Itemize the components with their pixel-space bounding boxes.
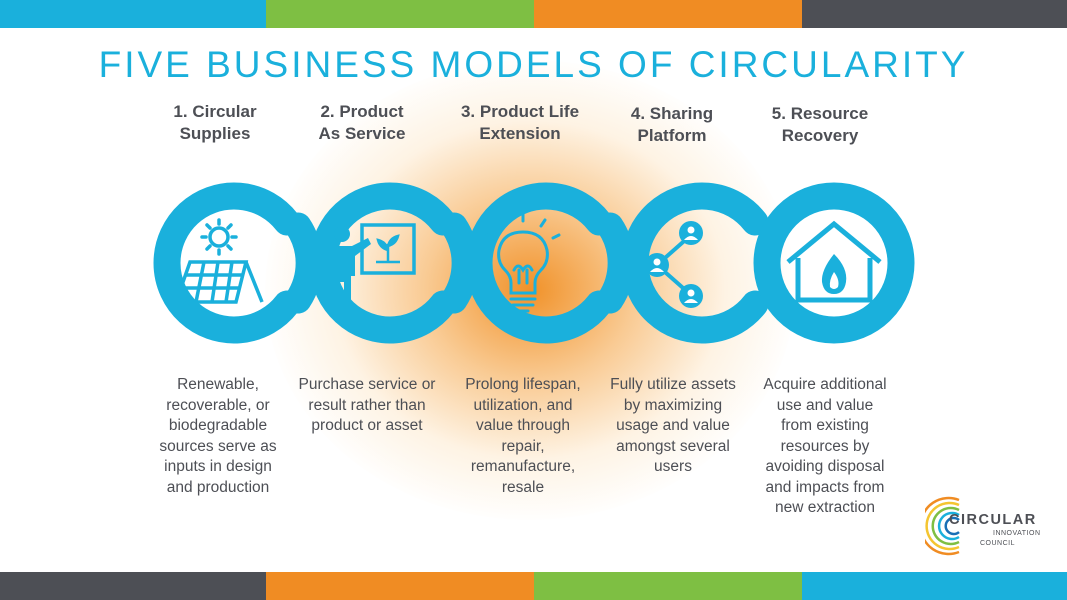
top-bar-orange — [534, 0, 802, 28]
step-1-desc-line: inputs in design — [164, 458, 272, 475]
step-5-desc-line: avoiding disposal — [765, 458, 885, 475]
step-5-title-line-1: 5. Resource — [771, 104, 869, 123]
step-2-desc-line: Purchase service or — [298, 376, 436, 393]
step-5-desc-line: use and value — [776, 396, 874, 414]
ring-2-link — [284, 212, 323, 314]
solar-panel-icon — [173, 218, 264, 304]
lightbulb-icon — [485, 212, 561, 313]
step-1-desc-line: sources serve as — [159, 437, 277, 455]
highlight-glow — [265, 60, 795, 520]
ring-3-link — [440, 212, 479, 314]
ring-5 — [753, 182, 915, 344]
step-desc-5: Acquire additional use and value from ex… — [745, 375, 905, 519]
step-4-title-line-1: 4. Sharing — [630, 104, 714, 123]
step-1-desc-line: and production — [166, 478, 270, 496]
bottom-color-bar — [0, 572, 1067, 600]
step-2-title-line-2: As Service — [318, 124, 406, 143]
bottom-bar-orange — [266, 572, 534, 600]
step-4-desc-line: usage and value — [616, 417, 730, 434]
presenter-board-icon — [330, 223, 416, 310]
circular-innovation-council-logo: CIRCULAR INNOVATION COUNCIL — [925, 490, 1045, 570]
step-title-4: 4. Sharing Platform — [597, 103, 747, 147]
share-network-icon — [645, 221, 703, 308]
step-title-1: 1. Circular Supplies — [140, 101, 290, 145]
step-5-desc-line: resources by — [780, 437, 870, 455]
step-desc-2: Purchase service or result rather than p… — [287, 375, 447, 437]
step-title-3: 3. Product Life Extension — [445, 101, 595, 145]
step-title-5: 5. Resource Recovery — [745, 103, 895, 147]
step-4-desc-line: amongst several — [616, 437, 730, 455]
top-bar-blue — [0, 0, 266, 28]
step-4-desc-line: Fully utilize assets — [610, 376, 736, 393]
step-1-title-line-1: 1. Circular — [173, 102, 257, 121]
step-5-desc-line: and impacts from — [765, 478, 885, 496]
step-2-desc-line: result rather than — [308, 396, 426, 414]
step-1-desc-line: biodegradable — [168, 417, 268, 434]
step-5-desc-line: new extraction — [775, 499, 875, 516]
step-4-desc-line: by maximizing — [623, 396, 723, 414]
ring-3 — [465, 182, 613, 344]
ring-1 — [153, 182, 301, 344]
step-4-desc-line: users — [654, 458, 692, 475]
step-5-title-line-2: Recovery — [781, 126, 859, 145]
top-bar-gray — [802, 0, 1067, 28]
step-1-desc-line: Renewable, — [177, 376, 259, 393]
step-3-desc-line: repair, — [501, 437, 545, 455]
step-1-title-line-2: Supplies — [179, 124, 251, 143]
step-2-desc-line: product or asset — [311, 417, 423, 434]
logo-name: CIRCULAR — [949, 512, 1037, 528]
step-desc-3: Prolong lifespan, utilization, and value… — [443, 375, 603, 498]
step-title-2: 2. Product As Service — [287, 101, 437, 145]
step-1-desc-line: recoverable, or — [166, 396, 270, 414]
bottom-bar-blue — [802, 572, 1067, 600]
step-desc-1: Renewable, recoverable, or biodegradable… — [138, 375, 298, 498]
step-3-desc-line: resale — [501, 478, 545, 496]
ring-2 — [309, 182, 457, 344]
step-desc-4: Fully utilize assets by maximizing usage… — [593, 375, 753, 478]
bottom-bar-green — [534, 572, 802, 600]
step-2-title-line-1: 2. Product — [320, 102, 404, 121]
ring-4 — [621, 182, 769, 344]
step-3-desc-line: value through — [476, 417, 570, 434]
page-title: FIVE BUSINESS MODELS OF CIRCULARITY — [98, 44, 969, 85]
step-3-title-line-1: 3. Product Life — [460, 102, 580, 121]
logo-line-3: COUNCIL — [980, 540, 1016, 547]
step-5-desc-line: Acquire additional — [763, 376, 887, 393]
logo-mark-icon — [925, 496, 960, 556]
step-4-title-line-2: Platform — [637, 126, 707, 145]
ring-4-link — [596, 212, 635, 314]
step-3-desc-line: remanufacture, — [470, 458, 576, 475]
top-bar-green — [266, 0, 534, 28]
bottom-bar-gray — [0, 572, 266, 600]
step-3-title-line-2: Extension — [479, 124, 561, 143]
top-color-bar — [0, 0, 1067, 28]
logo-line-2: INNOVATION — [993, 530, 1041, 537]
step-3-desc-line: Prolong lifespan, — [465, 376, 581, 393]
house-flame-icon — [786, 220, 882, 303]
step-3-desc-line: utilization, and — [473, 396, 573, 414]
step-5-desc-line: from existing — [781, 417, 869, 434]
